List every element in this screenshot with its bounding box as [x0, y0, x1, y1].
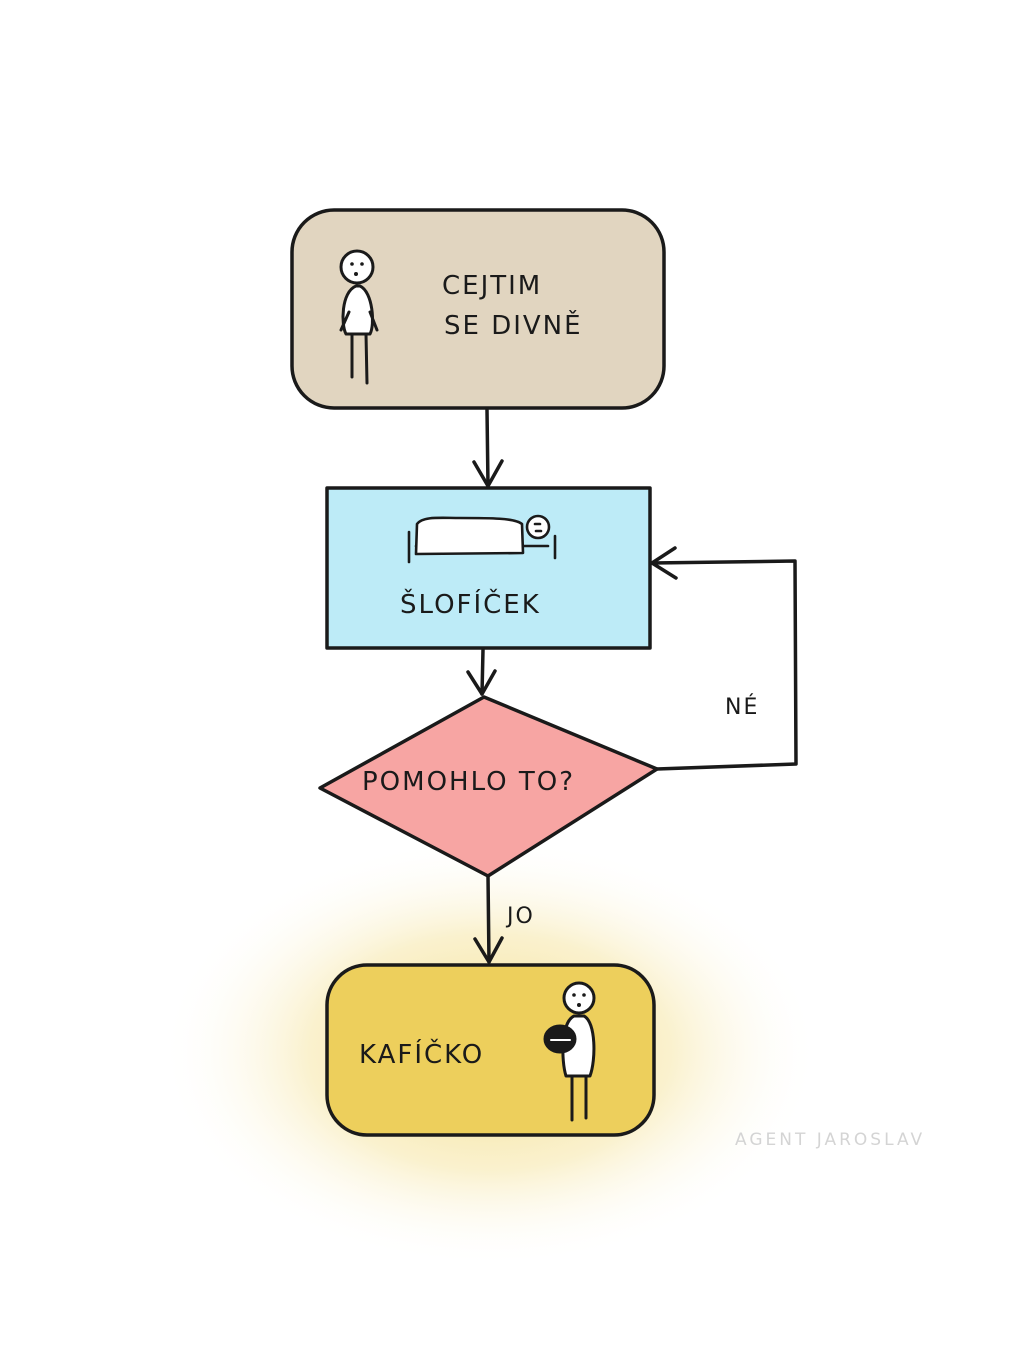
yes-edge-label: JO [505, 904, 535, 929]
end-node-label: KAFÍČKO [359, 1038, 484, 1070]
arrow-nap-to-decision [466, 648, 497, 696]
person-in-bed-icon [407, 514, 557, 564]
person-with-coffee-icon [543, 981, 596, 1122]
arrow-start-to-nap [472, 408, 504, 488]
standing-person-icon [339, 249, 379, 385]
nap-node [325, 486, 652, 650]
decision-node-label: POMOHLO TO? [362, 767, 575, 797]
no-edge-label: NÉ [725, 694, 759, 720]
arrow-no-loop [650, 546, 798, 771]
nap-node-label: ŠLOFÍČEK [400, 588, 541, 620]
start-node-label-line2: SE DIVNĚ [444, 309, 583, 341]
start-node-label-line1: CEJTIM [442, 271, 542, 301]
arrow-yes-to-end [473, 874, 504, 964]
start-node [290, 208, 666, 410]
author-signature: AGENT JAROSLAV [735, 1130, 925, 1150]
